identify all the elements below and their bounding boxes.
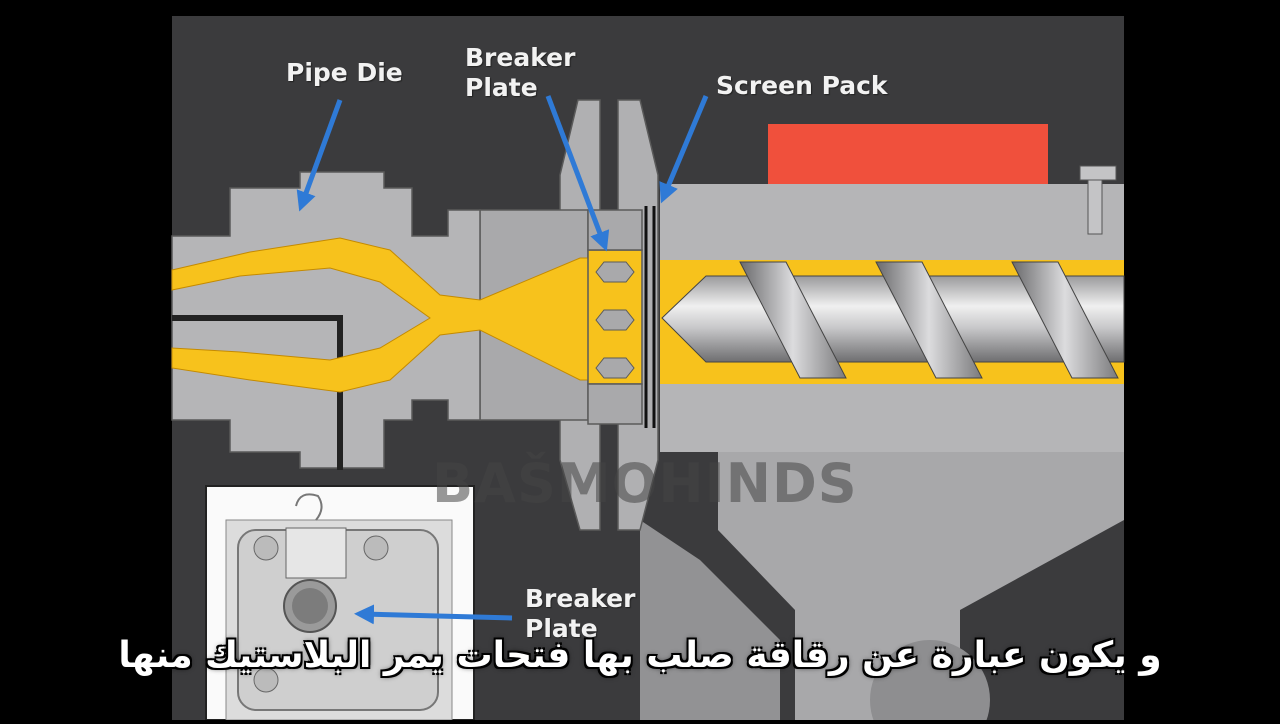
channel-watermark: BAŠMOHINDS (432, 452, 858, 515)
hopper-body (718, 452, 1124, 720)
label-screen-pack: Screen Pack (716, 71, 888, 101)
label-breaker-plate-photo-line1: Breaker (525, 584, 636, 613)
heater-band-top (768, 124, 1048, 184)
pipe-die-arrow (296, 99, 343, 212)
label-breaker-plate-top-line2: Plate (465, 73, 538, 102)
breaker-plate-arrow (545, 95, 610, 252)
label-breaker-plate-top-line1: Breaker (465, 43, 576, 72)
hopper-lower (640, 520, 780, 720)
mandrel-outline (172, 315, 343, 470)
label-pipe-die-text: Pipe Die (286, 58, 403, 87)
screen-pack-arrow (659, 95, 709, 204)
end-cap-bar (1079, 165, 1117, 181)
barrel-top (660, 184, 1124, 260)
arabic-subtitle: و يكون عبارة عن رقاقة صلب بها فتحات يمر … (118, 635, 1162, 676)
screw-flight-1 (739, 261, 847, 379)
melt-flow-die (171, 237, 589, 393)
barrel-bottom (660, 384, 1124, 452)
breaker-hole-3 (595, 357, 635, 379)
photo-arrow (354, 604, 513, 625)
screw-flight-3 (1011, 261, 1119, 379)
gear-hub (870, 640, 990, 724)
breaker-hole-1 (595, 261, 635, 283)
breaker-plate-lower (587, 383, 643, 425)
label-breaker-plate-top: Breaker Plate (465, 43, 575, 103)
label-pipe-die: Pipe Die (286, 58, 403, 88)
breaker-hole-2 (595, 309, 635, 331)
label-breaker-plate-photo: Breaker Plate (525, 584, 635, 644)
breaker-plate-photo (205, 485, 475, 721)
label-screen-pack-text: Screen Pack (716, 71, 888, 100)
screw-flight-2 (875, 261, 983, 379)
label-breaker-plate-photo-line2: Plate (525, 614, 598, 643)
end-cap-post (1087, 179, 1103, 235)
